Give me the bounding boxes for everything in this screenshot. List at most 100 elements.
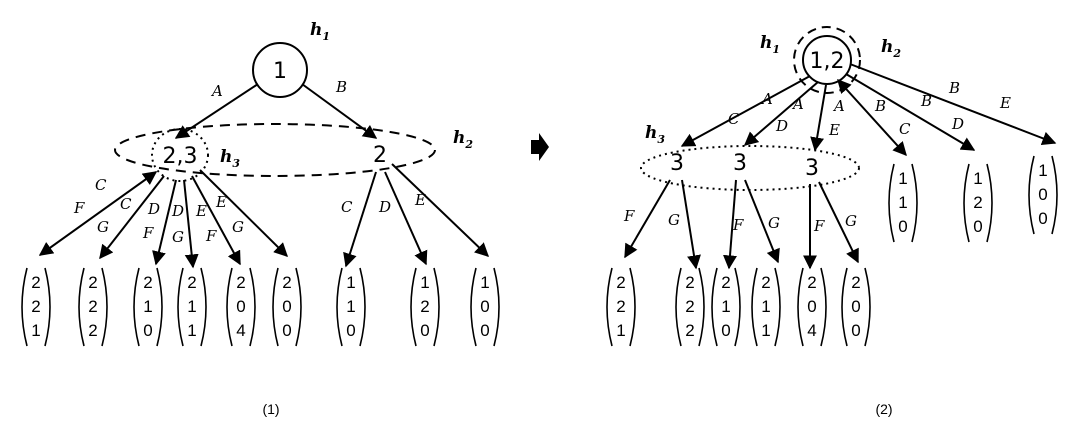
- payoff-vector: 100: [1028, 155, 1058, 235]
- payoff-value: 0: [143, 321, 152, 340]
- payoff-value: 1: [420, 273, 429, 292]
- left-paren: [963, 163, 970, 243]
- edge-label-left-6: F: [142, 224, 154, 242]
- edge-mid1-to-leaf-1: [624, 179, 671, 259]
- panel-2: 1,2 3 3 3 h1 h2 h3 A C A D A E B C B D B…: [606, 26, 1058, 417]
- right-paren: [200, 267, 207, 347]
- edge-root-to-mid-1: [680, 75, 811, 147]
- payoff-vector: 110: [888, 163, 918, 243]
- edge-root-to-side-leaf-3: [849, 63, 1057, 146]
- right-paren: [820, 267, 827, 347]
- edge-label-left-12: G: [232, 218, 244, 236]
- left-paren: [751, 267, 758, 347]
- payoff-vector: 204: [797, 267, 827, 347]
- edge-label-left-5: D: [147, 200, 160, 218]
- edge-label-left-9: E: [195, 202, 207, 220]
- payoff-value: 1: [346, 297, 355, 316]
- payoff-value: 2: [282, 273, 291, 292]
- mid-node-label-1: 3: [670, 151, 684, 176]
- payoff-value: 1: [761, 297, 770, 316]
- payoff-value: 1: [31, 321, 40, 340]
- edge-label-e: E: [828, 121, 840, 139]
- payoff-value: 0: [1038, 209, 1047, 228]
- edge-root-left: [174, 83, 259, 139]
- payoff-value: 1: [761, 321, 770, 340]
- right-paren: [359, 267, 366, 347]
- edge-mid1-to-leaf-2: [681, 179, 701, 270]
- mid-right-node-label: 2: [373, 143, 387, 168]
- right-paren: [734, 267, 741, 347]
- edge-root-to-mid-3: [810, 84, 827, 152]
- set-label-h2: h2: [453, 128, 473, 151]
- edge-label-left-11: E: [215, 193, 227, 211]
- left-paren: [470, 267, 477, 347]
- payoff-value: 0: [236, 297, 245, 316]
- edge-label-left-2: F: [73, 199, 85, 217]
- mid-node-label-3: 3: [805, 156, 819, 181]
- edge-label-mid-g-2: G: [768, 214, 780, 232]
- right-paren: [1051, 155, 1058, 235]
- payoff-value: 4: [807, 321, 816, 340]
- left-paren: [133, 267, 140, 347]
- edge-label-left-10: F: [205, 227, 217, 245]
- edge-label-side-e: E: [999, 94, 1011, 112]
- payoff-value: 1: [346, 273, 355, 292]
- payoff-vector: 120: [963, 163, 993, 243]
- payoff-value: 0: [851, 321, 860, 340]
- payoff-vector: 2 1 1: [751, 267, 781, 347]
- right-paren: [774, 267, 781, 347]
- payoff-vector: 210: [711, 267, 741, 347]
- edge-label-right-d: D: [378, 198, 391, 216]
- payoff-value: 0: [282, 321, 291, 340]
- edge-label-left-1: C: [95, 176, 107, 194]
- payoff-value: 2: [761, 273, 770, 292]
- info-set-h2-circle: [802, 35, 852, 85]
- payoff-vector: 200: [841, 267, 871, 347]
- payoff-value: 1: [898, 169, 907, 188]
- payoff-value: 2: [420, 297, 429, 316]
- left-paren: [21, 267, 28, 347]
- edge-label-side-d: D: [951, 115, 964, 133]
- edge-label-b: B: [335, 78, 347, 96]
- payoff-value: 0: [480, 321, 489, 340]
- left-paren: [797, 267, 804, 347]
- right-paren: [295, 267, 302, 347]
- panel-1-caption: (1): [262, 401, 279, 417]
- left-paren: [1028, 155, 1035, 235]
- left-paren: [711, 267, 718, 347]
- payoff-value: 0: [346, 321, 355, 340]
- payoff-value: 0: [721, 321, 730, 340]
- set-label-h1: h1: [760, 33, 780, 56]
- payoff-value: 2: [143, 273, 152, 292]
- edge-label-mid-f-2: F: [732, 216, 744, 234]
- edge-label-mid-g-1: G: [668, 211, 680, 229]
- payoff-value: 0: [973, 217, 982, 236]
- payoff-value: 2: [721, 273, 730, 292]
- payoff-value: 1: [616, 321, 625, 340]
- edge-left-to-leaf-3: [152, 179, 177, 266]
- edge-label-c: C: [728, 110, 740, 128]
- edge-root-to-mid-2: [743, 81, 819, 146]
- left-paren: [177, 267, 184, 347]
- root-node-circle: [252, 42, 308, 98]
- payoff-value: 1: [1038, 161, 1047, 180]
- payoff-vector: 222: [78, 267, 108, 347]
- right-paren: [101, 267, 108, 347]
- left-paren: [606, 267, 613, 347]
- mid-node-label-2: 3: [733, 151, 747, 176]
- edge-label-mid-g-3: G: [845, 212, 857, 230]
- panel-2-caption: (2): [875, 401, 892, 417]
- left-paren: [78, 267, 85, 347]
- payoff-value: 2: [187, 273, 196, 292]
- left-paren: [272, 267, 279, 347]
- left-paren: [841, 267, 848, 347]
- payoff-value: 0: [851, 297, 860, 316]
- edge-label-mid-f-3: F: [813, 217, 825, 235]
- payoff-value: 1: [973, 169, 982, 188]
- right-paren: [911, 163, 918, 243]
- edge-label-a: A: [210, 82, 223, 100]
- edge-label-mid-f-1: F: [623, 207, 635, 225]
- edge-root-to-side-leaf-2: [845, 73, 976, 151]
